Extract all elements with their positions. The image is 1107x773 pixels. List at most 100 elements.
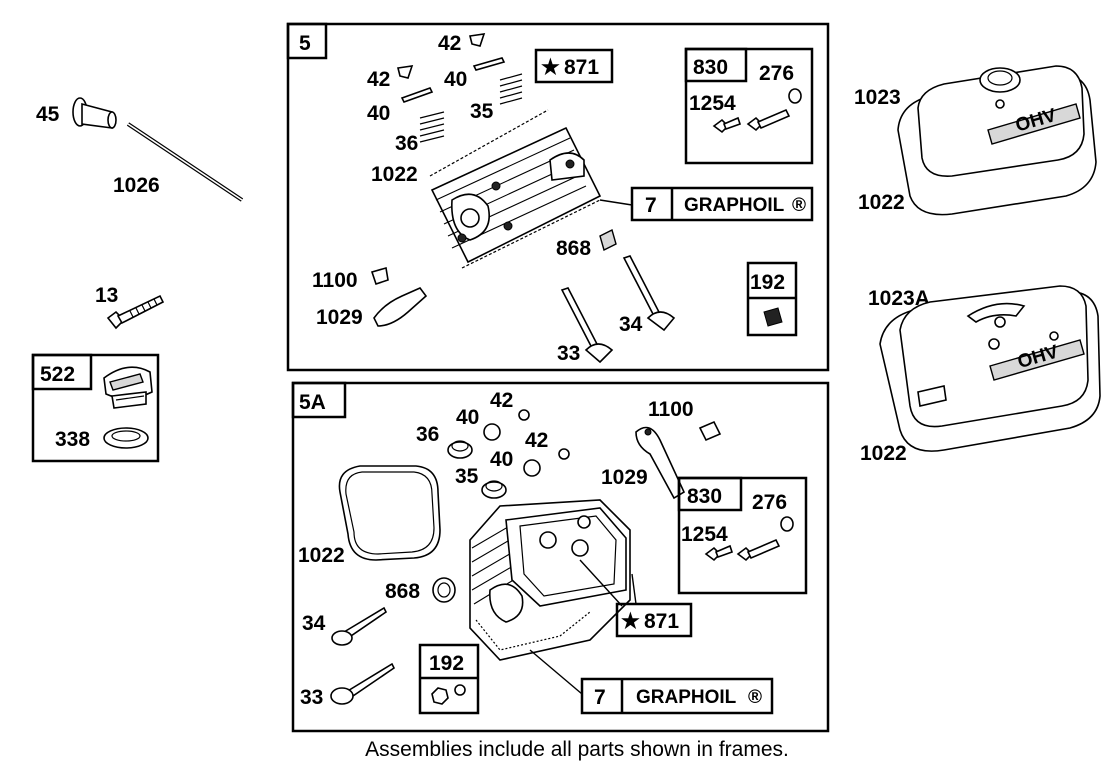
exhaust-valve-icon [331, 606, 388, 646]
keeper-icon [558, 448, 570, 460]
label-868: 868 [385, 580, 420, 603]
label-1022: 1022 [371, 163, 418, 186]
star-kit-871: ★ 871 [579, 559, 693, 638]
screw-icon [712, 116, 742, 134]
push-rod-1026 [126, 122, 244, 202]
registered-mark: ® [748, 687, 762, 708]
label-40: 40 [367, 102, 390, 125]
label-1254: 1254 [689, 92, 736, 115]
frame-830: 830 276 1254 [684, 47, 814, 165]
label-1026: 1026 [113, 174, 160, 197]
cylinder-head-icon [469, 499, 631, 661]
label-36: 36 [416, 423, 439, 446]
cylinder-head-gasket-icon [429, 109, 601, 269]
label-1100: 1100 [312, 269, 358, 292]
frame-5A: 5A 42 40 36 42 40 35 1100 1029 1022 [291, 381, 830, 733]
rocker-arm-icon [373, 287, 428, 327]
cylinder-head-icon [430, 126, 602, 264]
keeper-icon [518, 409, 530, 421]
washer-icon [780, 516, 794, 532]
retainer-icon [523, 459, 541, 477]
graphoil-number: 7 [594, 686, 606, 709]
label-1254: 1254 [681, 523, 728, 546]
label-40: 40 [456, 406, 479, 429]
bolt-13 [106, 294, 165, 330]
logo-icon [966, 302, 1026, 323]
label-1100: 1100 [648, 398, 694, 421]
label-42: 42 [438, 32, 461, 55]
label-34: 34 [619, 313, 643, 336]
frame-192: 192 [746, 261, 798, 337]
star-icon: ★ [621, 610, 640, 633]
breather-bolt-icon [736, 538, 781, 562]
star-kit-871: ★ 871 [534, 48, 614, 84]
rocker-nut-icon [370, 266, 389, 286]
oil-fill-cap-icon [103, 366, 153, 409]
intake-valve-icon [330, 662, 396, 705]
valve-spring-icon [499, 73, 523, 105]
valve-keeper-icon [397, 65, 414, 79]
breather-bolt-icon [746, 108, 791, 132]
frame-192: 192 [418, 643, 480, 715]
graphoil-label: GRAPHOIL [684, 195, 785, 216]
label-868: 868 [556, 237, 591, 260]
retainer-icon [483, 423, 501, 441]
label-1029: 1029 [316, 306, 363, 329]
exhaust-valve-icon [622, 255, 676, 332]
frame-830: 830 276 1254 [677, 476, 808, 595]
frame-830-title: 830 [693, 56, 728, 79]
screw-icon [704, 544, 734, 562]
label-42: 42 [525, 429, 548, 452]
graphoil-number: 7 [645, 194, 657, 217]
label-13: 13 [95, 284, 118, 307]
label-338: 338 [55, 428, 90, 451]
label-1023A: 1023A [868, 287, 930, 310]
frame-5A-title: 5A [299, 391, 326, 414]
registered-mark: ® [792, 195, 806, 216]
washer-icon [788, 88, 802, 104]
label-1023: 1023 [854, 86, 901, 109]
label-276: 276 [759, 62, 794, 85]
kit-871-label: 871 [644, 610, 679, 633]
label-45: 45 [36, 103, 60, 126]
label-35: 35 [470, 100, 494, 123]
nut-icon [431, 687, 449, 705]
valve-cover-1023A-icon: OHV [879, 285, 1101, 452]
nut-icon [454, 684, 466, 696]
graphoil-label: GRAPHOIL [636, 687, 737, 708]
label-1029: 1029 [601, 466, 648, 489]
frame-192-title: 192 [750, 271, 785, 294]
breather-tube-icon [917, 385, 947, 407]
seal-ring-338-icon [103, 427, 149, 449]
kit-871-label: 871 [564, 56, 599, 79]
frame-7-graphoil: 7 GRAPHOIL ® [599, 186, 814, 222]
label-40: 40 [444, 68, 467, 91]
frame-522: 522 338 [31, 353, 160, 463]
label-1022: 1022 [858, 191, 905, 214]
frame-7-graphoil: 7 GRAPHOIL ® [529, 649, 774, 715]
caption: Assemblies include all parts shown in fr… [365, 738, 789, 761]
label-1022: 1022 [860, 442, 907, 465]
frame-5-title: 5 [299, 32, 311, 55]
label-42: 42 [490, 389, 513, 412]
valve-seal-icon [599, 228, 617, 252]
label-35: 35 [455, 465, 479, 488]
label-33: 33 [300, 686, 323, 709]
valve-spring-icon [447, 440, 473, 459]
label-33: 33 [557, 342, 580, 365]
label-42: 42 [367, 68, 390, 91]
spring-retainer-icon [472, 57, 506, 71]
star-icon: ★ [541, 56, 560, 79]
frame-5: 5 42 42 40 40 35 36 ★ 871 830 276 1254 [286, 22, 830, 372]
label-36: 36 [395, 132, 418, 155]
push-rod-guide-45 [72, 97, 117, 129]
valve-cover-1023-icon: OHV [897, 65, 1097, 216]
label-1022: 1022 [298, 544, 345, 567]
nut-icon [763, 307, 783, 327]
frame-192-title: 192 [429, 652, 464, 675]
label-34: 34 [302, 612, 326, 635]
valve-spring-icon [419, 111, 445, 143]
intake-valve-icon [560, 287, 614, 364]
frame-830-title: 830 [687, 485, 722, 508]
